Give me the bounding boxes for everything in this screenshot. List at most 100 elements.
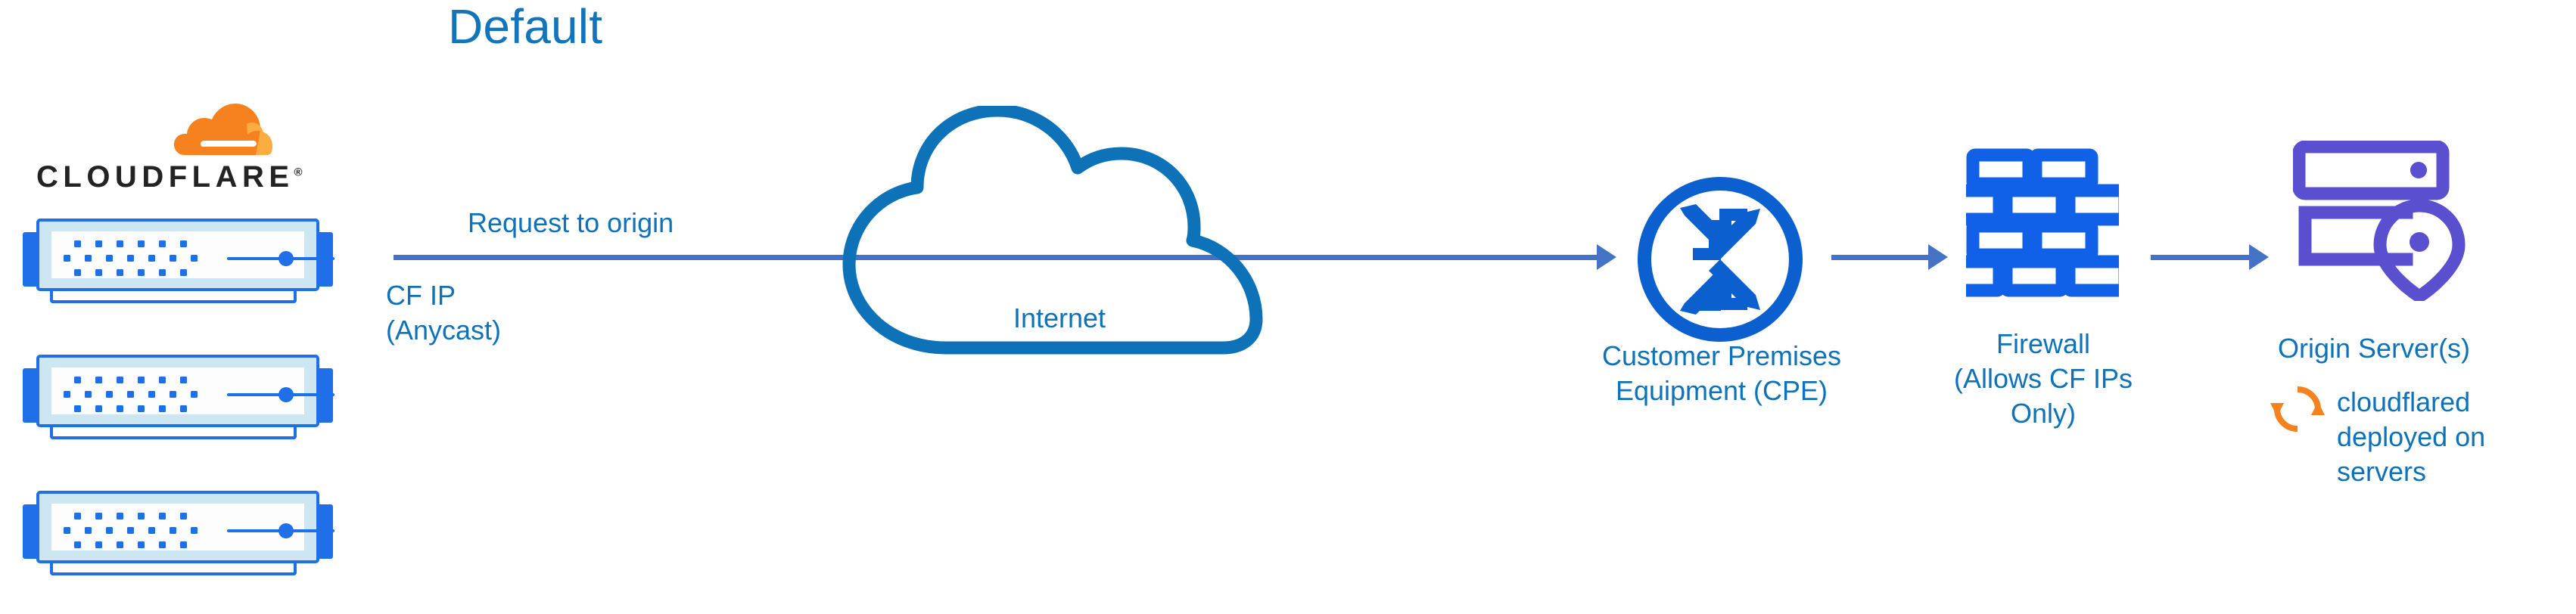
server-front-panel xyxy=(51,504,334,550)
server-chassis xyxy=(36,219,334,291)
server-tab-left-icon xyxy=(23,232,39,287)
server-port-dot xyxy=(95,541,102,548)
server-port-dot xyxy=(95,405,102,412)
firewall-label: Firewall (Allows CF IPs Only) xyxy=(1953,328,2133,429)
server-port-dot xyxy=(138,513,145,519)
server-port-dot xyxy=(74,240,81,247)
server-status-led-icon xyxy=(278,523,294,538)
cloudflare-cloud-logo-icon xyxy=(174,104,272,157)
server-port-dot xyxy=(117,513,123,519)
server-port-dot xyxy=(95,240,102,247)
cpe-router-icon xyxy=(1633,172,1807,346)
cloudflared-note: cloudflared deployed on servers xyxy=(2270,382,2573,489)
server-port-dot xyxy=(117,269,123,276)
server-port-dot xyxy=(127,391,134,398)
internet-cloud-icon xyxy=(832,104,1286,355)
page-title: Default xyxy=(448,0,603,54)
cloudflare-logo: CLOUDFLARE® xyxy=(36,104,339,202)
server-port-dot xyxy=(180,513,187,519)
server-port-dot xyxy=(95,513,102,519)
server-port-dot xyxy=(180,405,187,412)
server-port-dot xyxy=(148,391,155,398)
server-port-dot xyxy=(85,255,92,262)
server-port-dot xyxy=(117,240,123,247)
server-port-dot xyxy=(159,405,166,412)
connector-firewall-to-origin xyxy=(2151,255,2249,260)
server-port-dot xyxy=(117,377,123,383)
server-port-dot xyxy=(127,255,134,262)
server-port-dot xyxy=(180,240,187,247)
server-port-dot xyxy=(191,527,198,534)
server-port-dot xyxy=(191,391,198,398)
server-port-dot xyxy=(138,405,145,412)
server-port-dot xyxy=(180,377,187,383)
server-port-grid-icon xyxy=(64,240,215,277)
connector-edge-to-cpe xyxy=(394,255,1597,260)
server-chassis xyxy=(36,491,334,563)
server-port-dot xyxy=(138,269,145,276)
server-port-grid-icon xyxy=(64,513,215,549)
edge-server-unit xyxy=(23,488,334,578)
server-port-dot xyxy=(138,377,145,383)
server-port-dot xyxy=(95,377,102,383)
server-front-panel xyxy=(51,367,334,414)
edge-server-unit xyxy=(23,352,334,442)
cpe-label: Customer Premises Equipment (CPE) xyxy=(1601,340,1842,407)
server-port-dot xyxy=(138,240,145,247)
server-tab-left-icon xyxy=(23,504,39,559)
server-port-dot xyxy=(64,255,70,262)
server-port-dot xyxy=(170,255,176,262)
server-port-dot xyxy=(170,527,176,534)
server-port-dot xyxy=(159,240,166,247)
server-port-dot xyxy=(64,391,70,398)
server-port-dot xyxy=(85,527,92,534)
internet-label: Internet xyxy=(1013,302,1106,333)
firewall-icon xyxy=(1937,148,2132,309)
server-port-dot xyxy=(117,405,123,412)
server-port-dot xyxy=(106,255,113,262)
edge-server-unit xyxy=(23,216,334,306)
server-port-dot xyxy=(170,391,176,398)
server-port-dot xyxy=(106,391,113,398)
server-port-dot xyxy=(148,255,155,262)
server-tab-left-icon xyxy=(23,368,39,423)
arrowhead-cpe-to-firewall-icon xyxy=(1928,244,1948,270)
server-port-dot xyxy=(148,527,155,534)
cloudflare-wordmark-text: CLOUDFLARE xyxy=(36,160,294,194)
server-port-dot xyxy=(85,391,92,398)
server-port-dot xyxy=(138,541,145,548)
server-port-dot xyxy=(95,269,102,276)
server-status-led-icon xyxy=(278,387,294,402)
server-port-dot xyxy=(180,269,187,276)
server-port-dot xyxy=(64,527,70,534)
server-port-dot xyxy=(74,377,81,383)
request-to-origin-label: Request to origin xyxy=(468,207,674,238)
server-front-panel xyxy=(51,231,334,278)
cloudflared-note-text: cloudflared deployed on servers xyxy=(2337,386,2486,488)
server-port-dot xyxy=(191,255,198,262)
server-port-dot xyxy=(159,269,166,276)
server-port-dot xyxy=(106,527,113,534)
server-status-led-icon xyxy=(278,251,294,266)
cloudflare-wordmark: CLOUDFLARE® xyxy=(36,160,339,194)
origin-server-icon xyxy=(2292,140,2475,303)
server-port-dot xyxy=(159,541,166,548)
origin-server-label: Origin Server(s) xyxy=(2278,333,2471,364)
server-port-dot xyxy=(74,269,81,276)
registered-trademark-icon: ® xyxy=(294,166,303,179)
server-port-dot xyxy=(74,513,81,519)
server-port-dot xyxy=(74,541,81,548)
server-port-dot xyxy=(159,513,166,519)
cf-ip-label: CF IP (Anycast) xyxy=(386,280,502,346)
arrowhead-edge-to-cpe-icon xyxy=(1597,244,1616,270)
server-port-dot xyxy=(159,377,166,383)
server-port-grid-icon xyxy=(64,377,215,413)
server-port-dot xyxy=(127,527,134,534)
server-port-dot xyxy=(180,541,187,548)
server-port-dot xyxy=(117,541,123,548)
connector-cpe-to-firewall xyxy=(1831,255,1928,260)
server-port-dot xyxy=(74,405,81,412)
server-chassis xyxy=(36,355,334,427)
circular-sync-arrows-icon xyxy=(2270,382,2325,440)
